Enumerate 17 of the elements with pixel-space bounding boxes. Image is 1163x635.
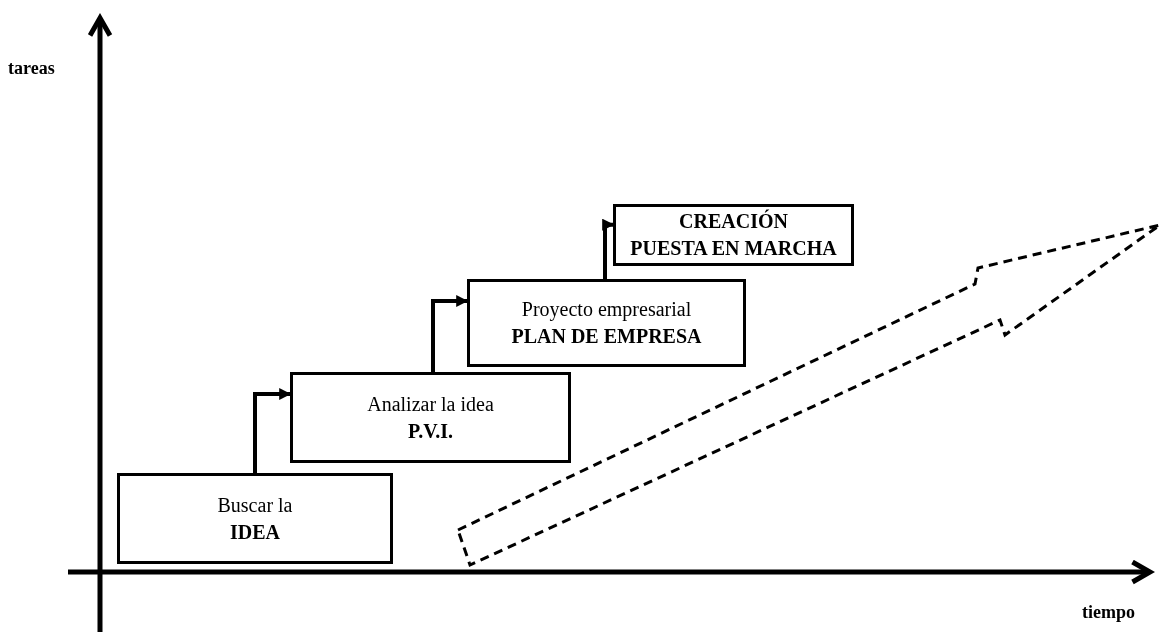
step-title: CREACIÓN	[679, 208, 788, 234]
step-subtitle: PUESTA EN MARCHA	[630, 236, 837, 261]
axis-label: tareas	[8, 58, 55, 79]
step-box	[613, 204, 854, 266]
arrow	[602, 218, 615, 279]
step-box	[467, 279, 746, 367]
step-subtitle: P.V.I.	[408, 418, 453, 444]
step-box	[117, 473, 393, 564]
step-subtitle: PLAN DE EMPRESA	[511, 324, 702, 349]
step-subtitle: IDEA	[230, 519, 280, 545]
axis-label: tiempo	[1082, 602, 1135, 623]
step-title: Proyecto empresarial	[521, 297, 692, 323]
arrow	[253, 388, 292, 473]
step-box	[290, 372, 571, 463]
arrow	[431, 295, 469, 372]
step-title: Analizar la idea	[367, 391, 494, 417]
step-title: Buscar la	[217, 492, 293, 518]
